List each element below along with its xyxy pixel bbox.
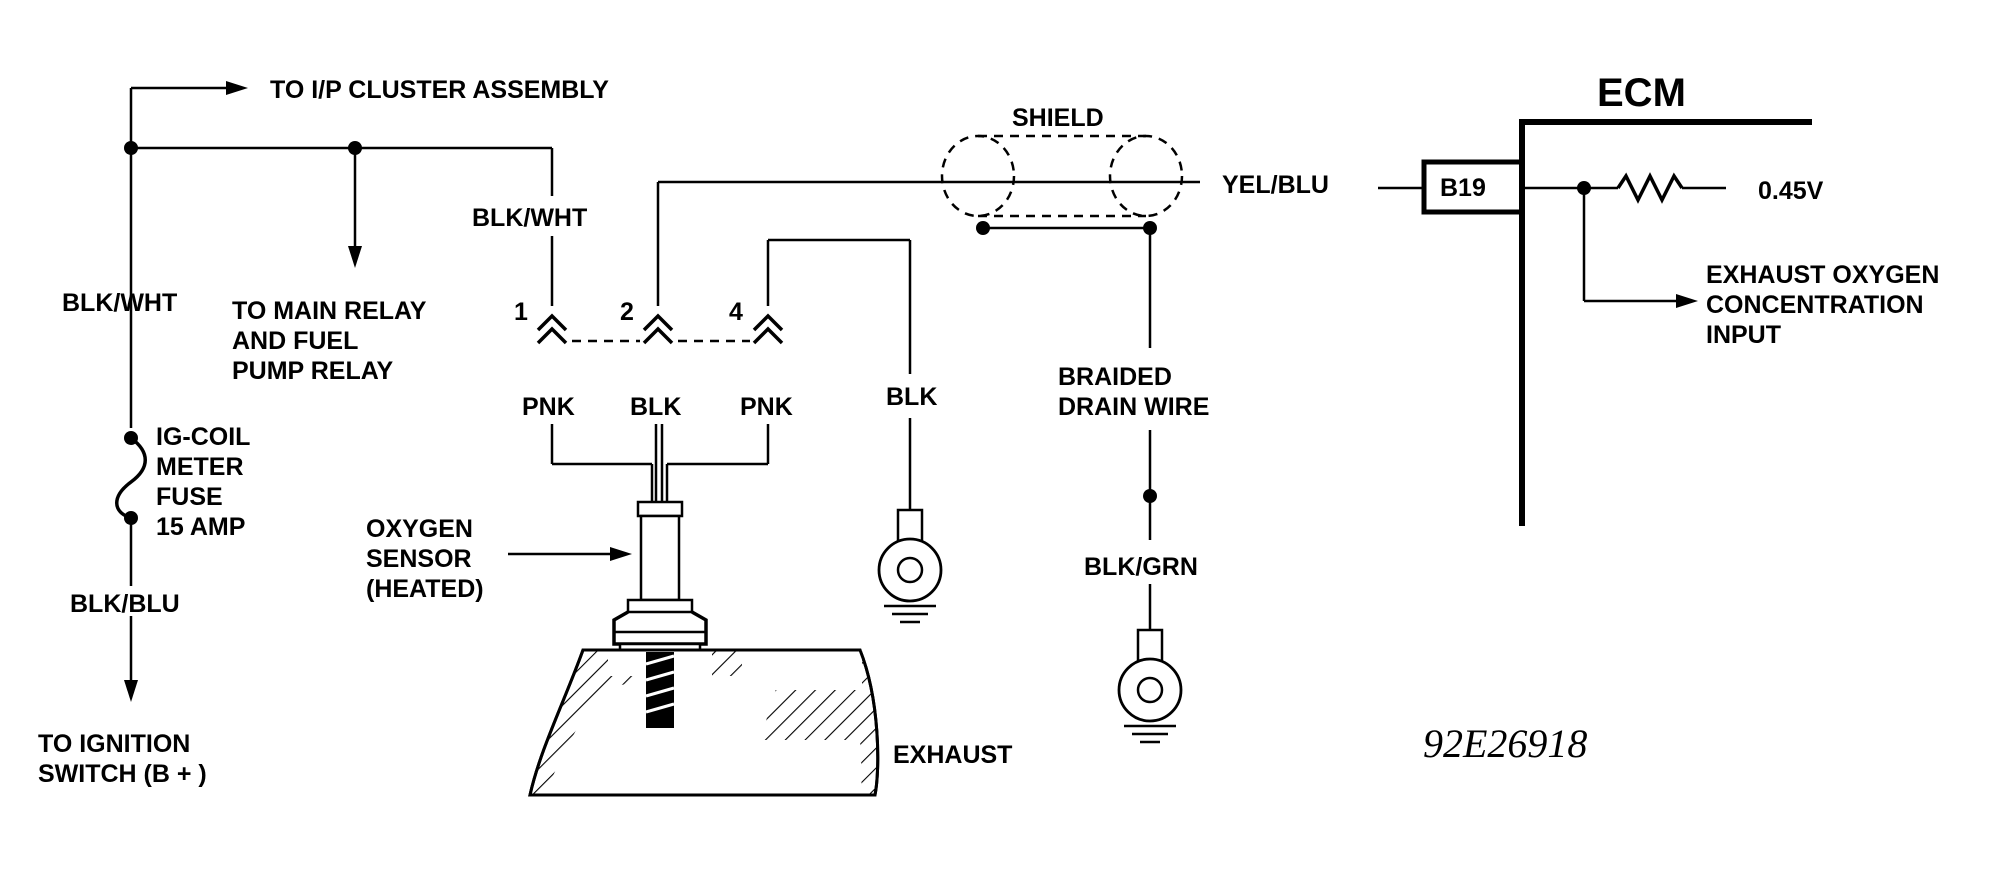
connector-pin-4-icon [752,313,784,345]
label-yel-blu: YEL/BLU [1222,171,1329,199]
label-to-main-relay-1: TO MAIN RELAY [232,297,427,325]
ground-blk-grn-icon [1117,628,1183,744]
label-fuse-3: FUSE [156,483,223,511]
sensor-connector-wiring [536,148,1195,510]
label-braided-drain-2: DRAIN WIRE [1058,393,1209,421]
connector-pin-2-icon [642,313,674,345]
exhaust-pipe-icon [528,648,880,797]
label-blk-pin-2: BLK [630,393,681,421]
label-to-ip-cluster: TO I/P CLUSTER ASSEMBLY [270,76,609,104]
label-pnk-pin-4: PNK [740,393,793,421]
label-exhaust-input-1: EXHAUST OXYGEN [1706,261,1939,289]
label-pnk-pin-1: PNK [522,393,575,421]
label-blk-ground: BLK [886,383,937,411]
main-relay-arrow-icon [348,246,362,268]
label-exhaust-input-3: INPUT [1706,321,1781,349]
label-pin-4: 4 [729,298,743,326]
figure-code: 92E26918 [1423,721,1587,766]
shield-group [940,134,1200,630]
ecm-input-arrow-icon [1676,294,1698,308]
label-oxygen-sensor-2: SENSOR [366,545,472,573]
label-exhaust: EXHAUST [893,741,1012,769]
label-fuse-2: METER [156,453,244,481]
label-oxygen-sensor-3: (HEATED) [366,575,484,603]
label-blk-grn: BLK/GRN [1084,553,1198,581]
resistor-icon [1616,172,1684,204]
ip-cluster-arrow-icon [226,81,248,95]
label-oxygen-sensor-1: OXYGEN [366,515,473,543]
ground-blk-icon [877,508,943,624]
label-braided-drain-1: BRAIDED [1058,363,1172,391]
label-pin-1: 1 [514,298,528,326]
label-blk-wht-connector: BLK/WHT [472,204,587,232]
oxygen-sensor-icon [612,500,708,662]
label-fuse-1: IG-COIL [156,423,250,451]
connector-pin-1-icon [536,313,568,345]
label-exhaust-input-2: CONCENTRATION [1706,291,1924,319]
sensor-pointer-arrow-icon [610,547,632,561]
label-blk-wht-left: BLK/WHT [62,289,177,317]
label-volt: 0.45V [1758,177,1824,205]
label-b19: B19 [1440,174,1486,202]
label-ecm: ECM [1597,71,1686,115]
ignition-arrow-icon [124,680,138,702]
fuse-icon [115,431,147,525]
label-blk-blu: BLK/BLU [70,590,180,618]
label-to-ignition-2: SWITCH (B + ) [38,760,207,788]
label-pin-2: 2 [620,298,634,326]
label-to-ignition-1: TO IGNITION [38,730,190,758]
label-fuse-4: 15 AMP [156,513,245,541]
oxygen-sensor-pointer [508,547,632,561]
ecm-block [1378,119,1812,526]
label-shield: SHIELD [1012,104,1104,132]
left-power-feed [115,81,552,702]
label-to-main-relay-2: AND FUEL [232,327,358,355]
label-to-main-relay-3: PUMP RELAY [232,357,393,385]
